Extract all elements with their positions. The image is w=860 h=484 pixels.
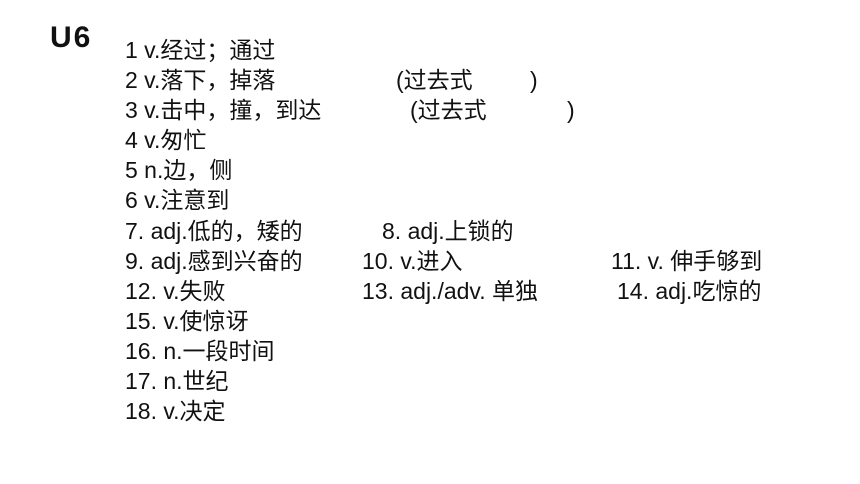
vocab-item-2: 2 v.落下，掉落 (125, 67, 276, 93)
unit-title: U6 (50, 21, 93, 54)
vocab-item-8: 8. adj.上锁的 (382, 218, 514, 244)
vocab-item-10: 10. v.进入 (362, 248, 463, 274)
past-tense-hint-3: (过去式 (410, 97, 487, 123)
past-tense-hint-3-close: ) (567, 97, 575, 123)
vocab-item-17: 17. n.世纪 (125, 368, 229, 394)
vocab-item-16: 16. n.一段时间 (125, 338, 275, 364)
vocab-item-7: 7. adj.低的，矮的 (125, 218, 303, 244)
vocab-item-5: 5 n.边，侧 (125, 157, 233, 183)
vocab-item-15: 15. v.使惊讶 (125, 308, 249, 334)
vocab-item-1: 1 v.经过；通过 (125, 37, 276, 63)
vocab-item-13: 13. adj./adv. 单独 (362, 278, 538, 304)
vocab-item-9: 9. adj.感到兴奋的 (125, 248, 303, 274)
past-tense-hint-2: (过去式 (396, 67, 473, 93)
vocab-item-14: 14. adj.吃惊的 (617, 278, 762, 304)
vocab-item-4: 4 v.匆忙 (125, 127, 207, 153)
past-tense-hint-2-close: ) (530, 67, 538, 93)
vocab-item-12: 12. v.失败 (125, 278, 226, 304)
vocab-item-18: 18. v.决定 (125, 398, 226, 424)
vocab-item-3: 3 v.击中，撞，到达 (125, 97, 322, 123)
vocab-item-11: 11. v. 伸手够到 (611, 248, 763, 274)
vocab-item-6: 6 v.注意到 (125, 187, 230, 213)
